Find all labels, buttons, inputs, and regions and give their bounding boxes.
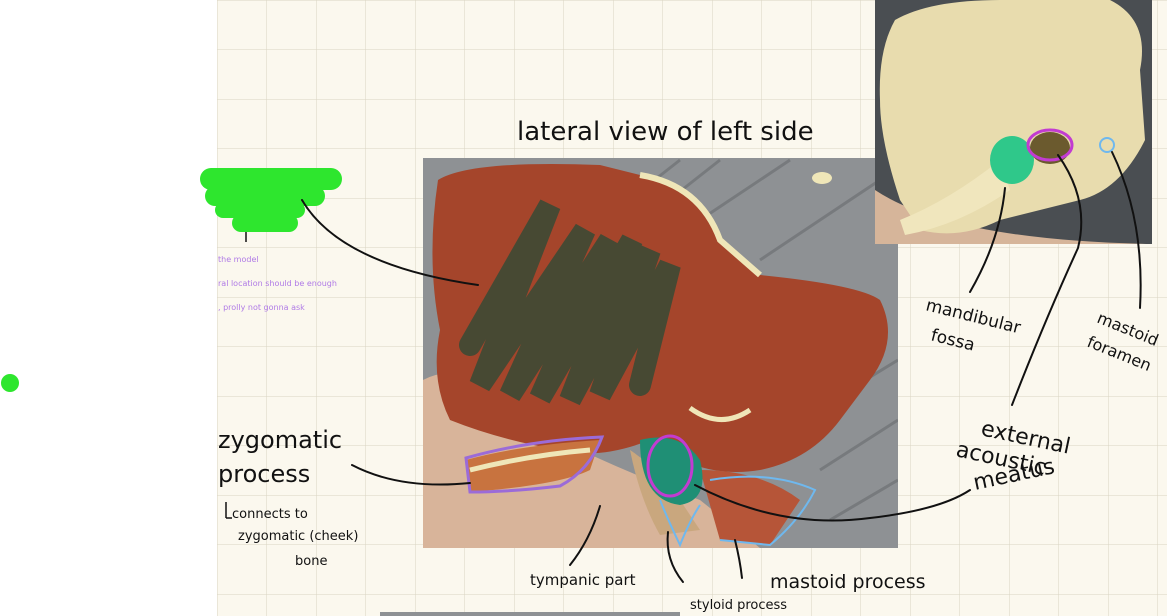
label-styloid-process: styloid process bbox=[690, 598, 787, 613]
redacted-label-highlight bbox=[200, 168, 342, 232]
lateral-view-photo bbox=[423, 158, 898, 548]
label-zygomatic-note-3: bone bbox=[295, 554, 327, 569]
mastoid-foramen-outline bbox=[1099, 137, 1115, 153]
note-line-2: ral location should be enough bbox=[218, 279, 337, 288]
label-zygomatic-note-1: connects to bbox=[232, 507, 308, 522]
pointer-lines bbox=[301, 151, 1142, 583]
label-zygomatic-2: process bbox=[218, 460, 310, 488]
note-line-3: , prolly not gonna ask bbox=[218, 303, 305, 312]
styloid-outline bbox=[659, 499, 701, 548]
zygomatic-outline bbox=[464, 435, 605, 494]
label-zygomatic-note-2: zygomatic (cheek) bbox=[238, 529, 358, 544]
note-line-1: the model bbox=[218, 255, 259, 264]
mastoid-outline bbox=[709, 475, 817, 547]
label-tympanic-part: tympanic part bbox=[530, 571, 636, 589]
label-mastoid-process: mastoid process bbox=[770, 571, 926, 593]
eam-outline-small bbox=[1026, 128, 1074, 162]
green-dot-marker bbox=[1, 374, 19, 392]
eam-outline bbox=[646, 434, 694, 498]
scribble-marking bbox=[459, 199, 681, 406]
inferior-view-photo bbox=[875, 0, 1152, 244]
next-photo-edge bbox=[380, 612, 680, 616]
page-title: lateral view of left side bbox=[517, 117, 814, 147]
label-zygomatic-1: zygomatic bbox=[218, 426, 342, 454]
